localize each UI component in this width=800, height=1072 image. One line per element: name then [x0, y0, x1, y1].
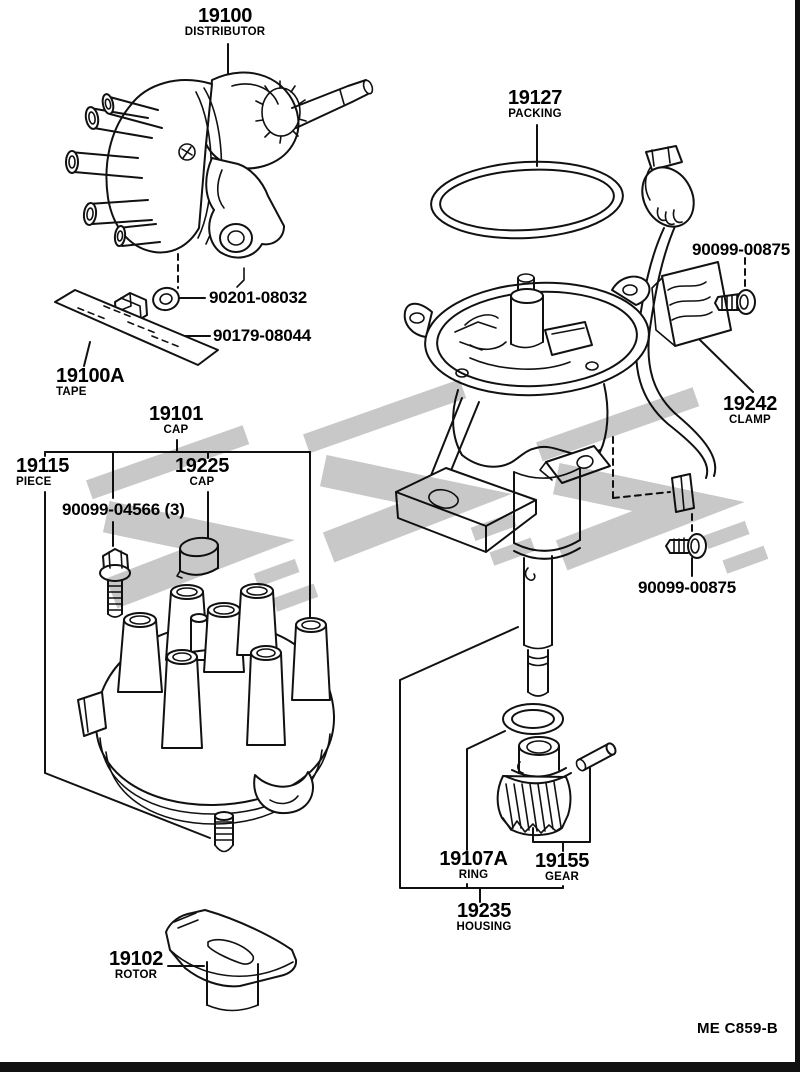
small-cap-drawing: [176, 536, 219, 579]
label-distributor: 19100 DISTRIBUTOR: [150, 6, 300, 39]
label-nut: 90179-08044: [213, 326, 312, 345]
clamp-screw-lower-drawing: [612, 436, 707, 577]
distributor-cap-drawing: [77, 583, 336, 853]
part-name: ROTOR: [114, 968, 158, 981]
tape-drawing: [54, 289, 219, 367]
clamp-drawing: [651, 261, 754, 393]
part-name: PACKING: [508, 107, 562, 120]
label-ring: 19107A RING: [426, 849, 521, 882]
part-number: 19115: [16, 455, 70, 477]
part-number: 19155: [534, 850, 590, 872]
part-name: TAPE: [56, 385, 87, 398]
figure-code: ME C859-B: [697, 1020, 779, 1037]
clamp-screw-upper-drawing: [714, 257, 756, 315]
part-number: 19101: [148, 403, 204, 425]
part-name: CAP: [189, 475, 215, 488]
part-number: 19242: [722, 393, 778, 415]
packing-oring-drawing: [430, 124, 624, 240]
distributor-assembly-drawing: [65, 43, 374, 289]
part-number: 19100: [197, 5, 253, 27]
shaft-oring-drawing: [502, 703, 564, 735]
label-piece: 19115 PIECE: [16, 456, 69, 489]
part-number: 19127: [507, 87, 563, 109]
label-cap-bolt: 90099-04566 (3): [62, 500, 185, 519]
label-grommet: 90201-08032: [209, 288, 308, 307]
part-name: CAP: [163, 423, 189, 436]
label-clamp-screw-lower: 90099-00875: [638, 578, 737, 597]
part-number: 19100A: [56, 365, 125, 387]
part-number: 19225: [174, 455, 230, 477]
gear-drawing: [496, 736, 617, 836]
page-border-right: [795, 0, 800, 1072]
label-clamp: 19242 CLAMP: [708, 394, 792, 427]
label-housing: 19235 HOUSING: [430, 901, 538, 934]
page-border-bottom: [0, 1062, 800, 1072]
part-number: 19107A: [439, 848, 508, 870]
label-cap-small: 19225 CAP: [156, 456, 248, 489]
part-number: 19235: [456, 900, 512, 922]
grommet-drawing: [152, 286, 206, 312]
part-name: GEAR: [544, 870, 580, 883]
cap-bolt-drawing: [99, 548, 131, 618]
rotor-drawing: [165, 909, 298, 1012]
part-name: PIECE: [16, 475, 52, 488]
part-name: RING: [458, 868, 489, 881]
part-name: DISTRIBUTOR: [184, 25, 266, 38]
label-cap: 19101 CAP: [115, 404, 237, 437]
housing-bracket-lines: [399, 626, 591, 903]
label-tape: 19100A TAPE: [56, 365, 125, 399]
part-number: 19102: [108, 948, 164, 970]
label-clamp-screw-upper: 90099-00875: [692, 240, 791, 259]
part-name: HOUSING: [456, 920, 512, 933]
label-gear: 19155 GEAR: [520, 851, 604, 884]
label-rotor: 19102 ROTOR: [94, 949, 178, 982]
label-packing: 19127 PACKING: [460, 88, 610, 121]
part-name: CLAMP: [729, 413, 771, 426]
